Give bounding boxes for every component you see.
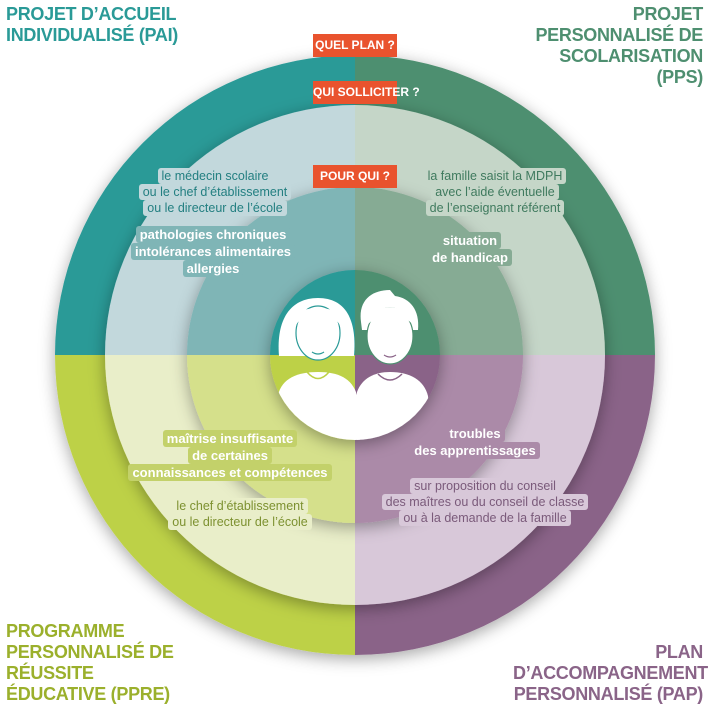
plan-title-pai: PROJET D’ACCUEIL INDIVIDUALISÉ (PAI) <box>6 4 178 45</box>
plan-title-ppre: PROGRAMME PERSONNALISÉ DE RÉUSSITE ÉDUCA… <box>6 621 174 704</box>
for-whom-line: intolérances alimentaires <box>130 243 296 260</box>
for-whom-ppre: maîtrise insuffisante de certaines conna… <box>120 430 340 481</box>
center-circle <box>270 270 440 440</box>
label-for-whom: POUR QUI ? <box>313 165 397 188</box>
who-line: ou le chef d’établissement <box>138 184 292 200</box>
for-whom-line: de certaines <box>188 447 272 464</box>
who-to-ask-pap: sur proposition du conseil des maîtres o… <box>365 478 605 526</box>
who-line: la famille saisit la MDPH <box>423 168 567 184</box>
plan-title-pps: PROJET PERSONNALISÉ DE SCOLARISATION (PP… <box>535 4 703 87</box>
who-line: le médecin scolaire <box>157 168 273 184</box>
for-whom-line: troubles <box>445 425 505 442</box>
who-line: ou le directeur de l’école <box>168 514 312 530</box>
for-whom-line: pathologies chroniques <box>135 226 291 243</box>
who-line: ou à la demande de la famille <box>399 510 571 526</box>
for-whom-line: situation <box>438 232 502 249</box>
for-whom-line: allergies <box>182 260 244 277</box>
for-whom-pps: situation de handicap <box>405 232 535 266</box>
label-plan: QUEL PLAN ? <box>313 34 397 57</box>
for-whom-line: des apprentissages <box>410 442 540 459</box>
who-to-ask-pai: le médecin scolaire ou le chef d’établis… <box>120 168 310 216</box>
for-whom-pai: pathologies chroniques intolérances alim… <box>118 226 308 277</box>
who-line: sur proposition du conseil <box>410 478 560 494</box>
who-line: le chef d’établissement <box>172 498 308 514</box>
label-who-to-ask: QUI SOLLICITER ? <box>313 81 420 104</box>
for-whom-line: de handicap <box>428 249 512 266</box>
who-to-ask-ppre: le chef d’établissement ou le directeur … <box>130 498 350 530</box>
who-line: avec l’aide éventuelle <box>431 184 559 200</box>
who-to-ask-pps: la famille saisit la MDPH avec l’aide év… <box>400 168 590 216</box>
plan-title-pap: PLAN D’ACCOMPAGNEMENT PERSONNALISÉ (PAP) <box>513 642 708 704</box>
who-line: des maîtres ou du conseil de classe <box>381 494 589 510</box>
for-whom-line: maîtrise insuffisante <box>162 430 298 447</box>
who-line: de l’enseignant référent <box>425 200 565 216</box>
who-line: ou le directeur de l’école <box>143 200 287 216</box>
for-whom-pap: troubles des apprentissages <box>400 425 550 459</box>
for-whom-line: connaissances et compétences <box>128 464 332 481</box>
